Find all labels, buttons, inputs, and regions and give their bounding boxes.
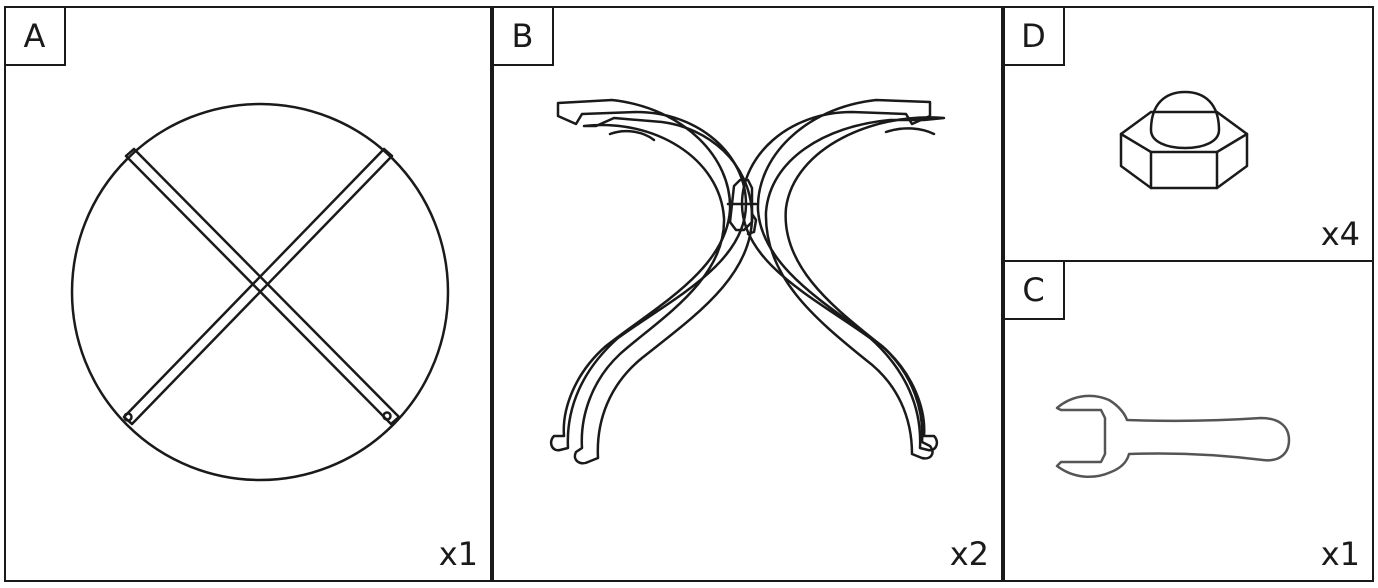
wrench-icon <box>1055 394 1291 479</box>
part-label-b: B <box>491 5 554 66</box>
part-quantity-d: x4 <box>1320 215 1360 253</box>
part-panel-a: A x1 <box>3 5 492 582</box>
part-quantity-a: x1 <box>438 535 478 573</box>
part-label-c: C <box>1002 259 1065 320</box>
part-quantity-b: x2 <box>949 535 989 573</box>
part-label-a: A <box>3 5 66 66</box>
cap-nut-icon <box>1119 90 1249 190</box>
part-panel-d: D x4 <box>1002 5 1374 262</box>
part-label-d: D <box>1002 5 1065 66</box>
part-panel-b: B x2 <box>491 5 1003 582</box>
curved-leg-frame-icon <box>549 98 946 465</box>
round-tabletop-icon <box>70 102 450 482</box>
part-panel-c: C x1 <box>1002 259 1374 582</box>
part-quantity-c: x1 <box>1320 535 1360 573</box>
